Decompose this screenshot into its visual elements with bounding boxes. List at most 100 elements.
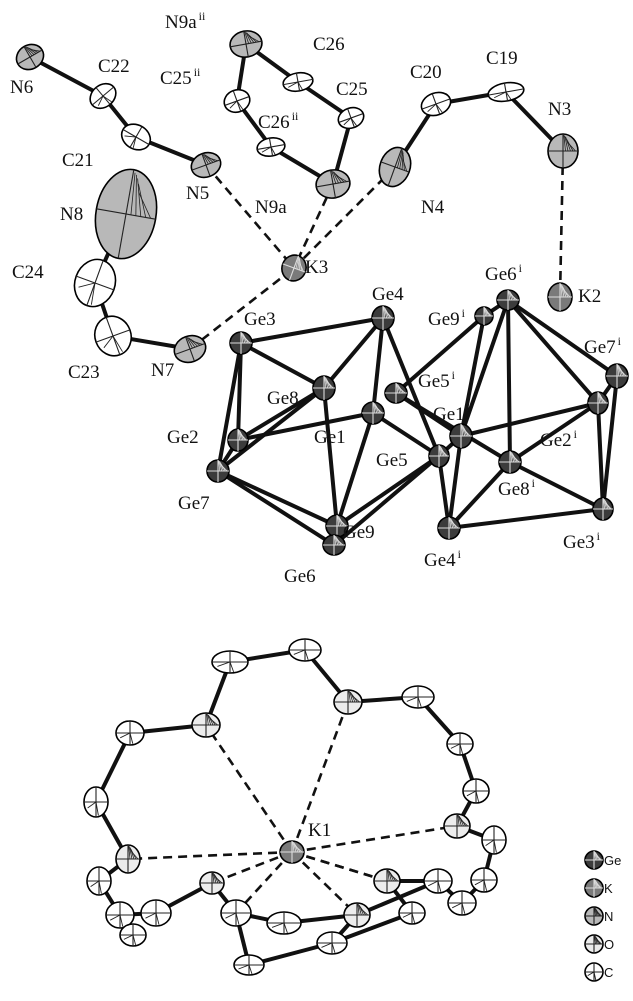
label-text: C26 bbox=[258, 112, 290, 133]
bond-cO7-cC10 bbox=[355, 879, 440, 917]
atom-cC7 bbox=[462, 778, 490, 804]
contact-N5-K3 bbox=[205, 164, 295, 269]
atom-cO4 bbox=[115, 844, 141, 874]
label-text: C25 bbox=[336, 79, 368, 100]
label-Ge5: Ge5 bbox=[376, 450, 408, 471]
contact-K1-cO7 bbox=[291, 851, 358, 916]
label-Ge7: Ge7 bbox=[178, 493, 210, 514]
contact-K1-cO3 bbox=[291, 824, 458, 854]
label-K1: K1 bbox=[308, 820, 331, 841]
contact-K1-cO6 bbox=[211, 850, 293, 885]
atom-cC15 bbox=[266, 911, 302, 935]
bond-Ge3-Ge7 bbox=[216, 341, 243, 473]
bond-Ge9_i-Ge1_i bbox=[459, 314, 486, 438]
label-text: Ge6 bbox=[485, 264, 517, 285]
atom-cC14 bbox=[220, 899, 252, 927]
atom-C26_ii bbox=[256, 137, 286, 157]
label-C21: C21 bbox=[62, 150, 94, 171]
atom-N8 bbox=[94, 168, 158, 260]
legend-swatch-O bbox=[584, 934, 604, 954]
label-superscript: ii bbox=[292, 109, 299, 123]
label-text: C25 bbox=[160, 68, 192, 89]
legend-label: K bbox=[604, 881, 613, 896]
bond-Ge7-Ge6 bbox=[216, 469, 336, 547]
label-text: Ge3 bbox=[563, 532, 595, 553]
label-N6: N6 bbox=[10, 77, 33, 98]
bond-Ge6_i-Ge7_i bbox=[506, 298, 619, 378]
label-K2: K2 bbox=[578, 286, 601, 307]
bond-Ge1_i-Ge2_i bbox=[459, 401, 600, 438]
atom-cO7 bbox=[343, 902, 371, 928]
bond-Ge5-Ge4_i bbox=[437, 454, 451, 530]
bond-Ge8_i-Ge4_i bbox=[447, 460, 512, 530]
label-superscript: i bbox=[519, 261, 523, 275]
atom-N9a_ii bbox=[229, 30, 263, 58]
label-N3: N3 bbox=[548, 99, 571, 120]
label-text: Ge4 bbox=[424, 550, 456, 571]
atom-C25_ii bbox=[223, 88, 251, 114]
label-C19: C19 bbox=[486, 48, 518, 69]
label-text: K1 bbox=[308, 820, 331, 841]
legend-item-K: K bbox=[584, 878, 613, 898]
label-superscript: i bbox=[618, 334, 622, 348]
atom-C23 bbox=[93, 315, 133, 357]
atom-Ge1_i bbox=[449, 423, 473, 449]
label-text: Ge8 bbox=[498, 479, 530, 500]
label-C23: C23 bbox=[68, 362, 100, 383]
atom-Ge7 bbox=[206, 459, 230, 483]
atom-cC10 bbox=[423, 868, 453, 894]
label-text: Ge7 bbox=[584, 337, 616, 358]
atom-Ge9_i bbox=[474, 306, 494, 326]
label-Ge8: Ge8 bbox=[267, 388, 299, 409]
label-text: N8 bbox=[60, 204, 83, 225]
bond-Ge1-Ge9 bbox=[335, 411, 375, 528]
label-text: Ge3 bbox=[244, 309, 276, 330]
label-text: C20 bbox=[410, 62, 442, 83]
atom-cC2 bbox=[288, 638, 322, 662]
atom-N3 bbox=[547, 133, 579, 169]
atom-N9a bbox=[315, 169, 351, 199]
atom-K3 bbox=[281, 254, 307, 282]
label-superscript: i bbox=[462, 306, 466, 320]
label-text: Ge2 bbox=[540, 430, 572, 451]
atom-Ge2 bbox=[227, 428, 249, 452]
atom-cC11 bbox=[470, 867, 498, 893]
bond-Ge5-Ge6 bbox=[332, 454, 441, 547]
atom-Ge8_i bbox=[498, 450, 522, 474]
label-superscript: i bbox=[467, 401, 471, 415]
bond-N6-C22 bbox=[28, 55, 105, 98]
legend-swatch-N bbox=[584, 906, 604, 926]
atom-cC17 bbox=[233, 954, 265, 976]
atom-cC3 bbox=[115, 720, 145, 746]
bond-Ge4_i-Ge3_i bbox=[447, 507, 605, 530]
atom-cO1 bbox=[191, 712, 221, 738]
label-C24: C24 bbox=[12, 262, 44, 283]
atom-C24 bbox=[73, 258, 117, 308]
label-text: Ge9 bbox=[428, 309, 460, 330]
contact-N3-K2 bbox=[558, 150, 565, 298]
label-text: Ge7 bbox=[178, 493, 210, 514]
bond-Ge6_i-Ge1_i bbox=[459, 298, 510, 438]
label-superscript: i bbox=[532, 476, 536, 490]
bond-Ge6_i-Ge8_i bbox=[506, 298, 512, 464]
atom-K1 bbox=[279, 840, 305, 864]
legend-label: Ge bbox=[604, 853, 621, 868]
legend-swatch-C bbox=[584, 962, 604, 982]
atom-cO2 bbox=[333, 689, 363, 715]
label-text: Ge6 bbox=[284, 566, 316, 587]
atom-Ge5 bbox=[428, 444, 450, 468]
legend-item-O: O bbox=[584, 934, 614, 954]
atom-N6 bbox=[15, 43, 45, 71]
label-text: Ge2 bbox=[167, 427, 199, 448]
label-text: Ge1 bbox=[314, 427, 346, 448]
label-text: C26 bbox=[313, 34, 345, 55]
legend-label: C bbox=[604, 965, 613, 980]
bond-Ge2-Ge1 bbox=[236, 411, 375, 442]
